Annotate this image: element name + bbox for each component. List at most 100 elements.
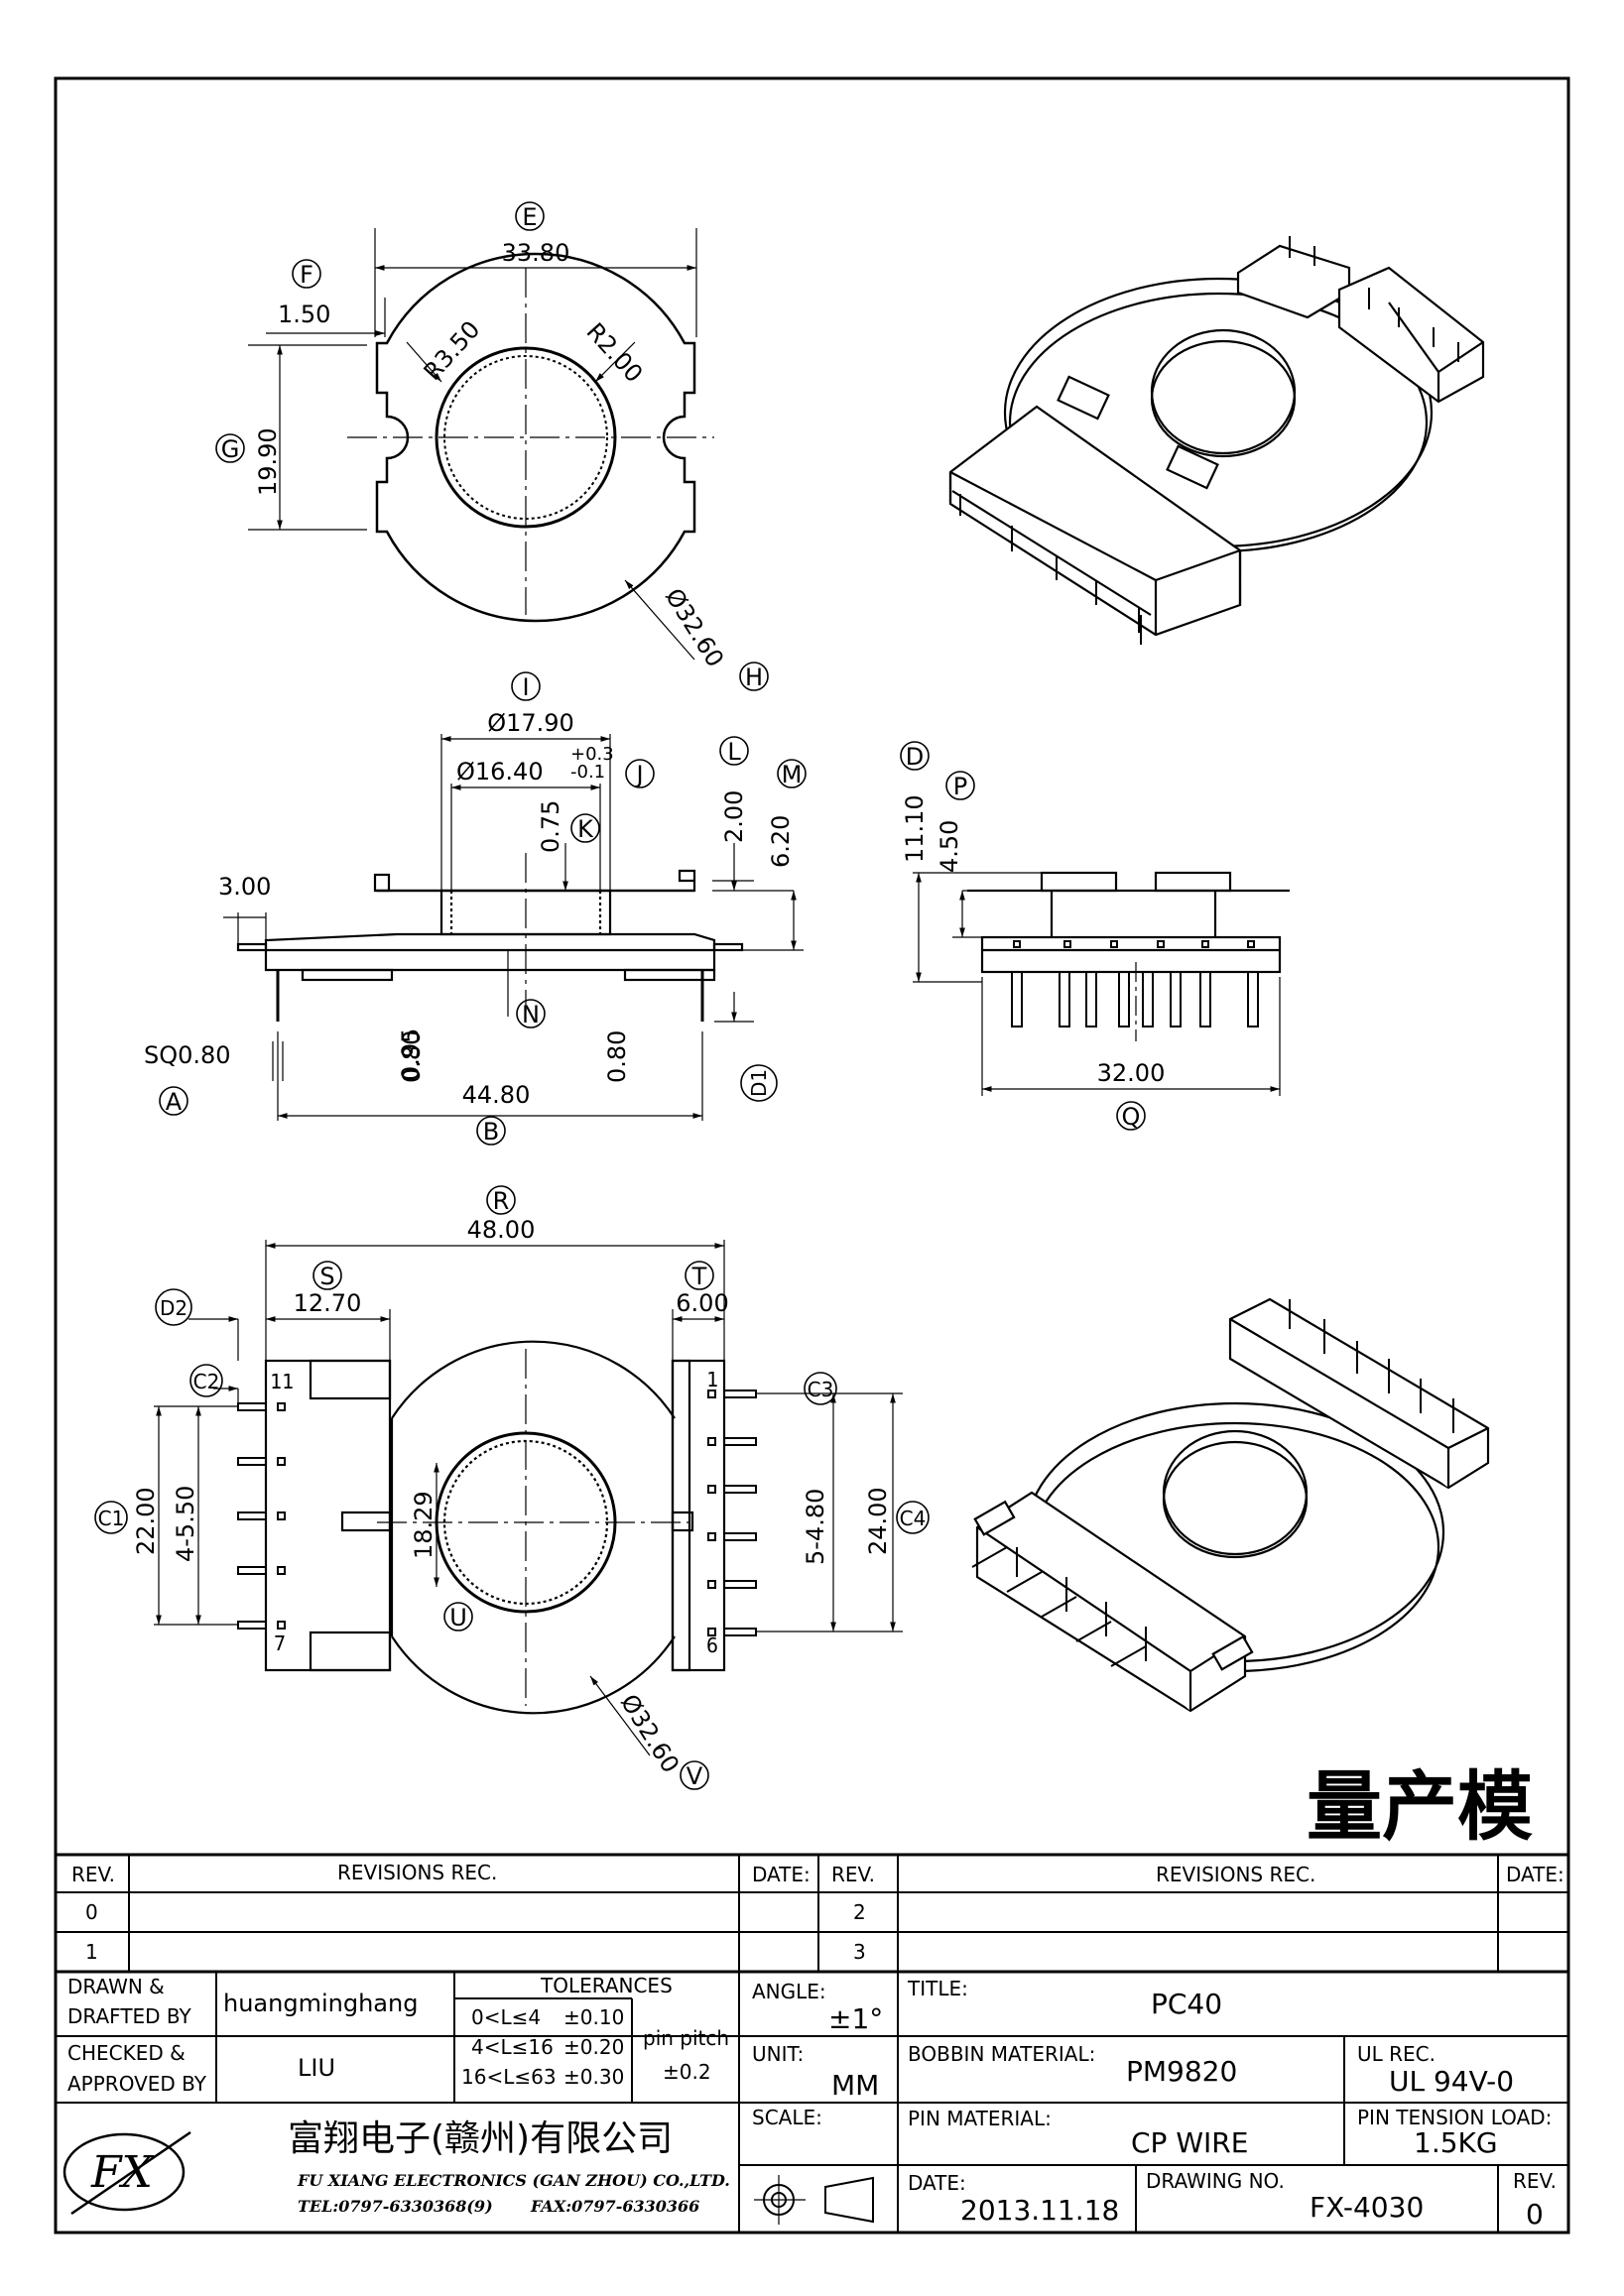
- dim-d1: Ø17.90: [487, 709, 574, 737]
- dim-tol-dn: -0.1: [570, 762, 605, 783]
- label-c1: C1: [98, 1507, 125, 1530]
- label-d2: D2: [160, 1296, 187, 1320]
- dim-end-p: 4.50: [936, 820, 963, 873]
- dim-c1: 22.00: [132, 1487, 160, 1555]
- dim-c3: 5-4.80: [802, 1489, 829, 1565]
- dim-left: 3.00: [218, 873, 271, 901]
- top-view-labels: E 33.80 F 1.50 R3.50 R2.00 G 19.90 Ø32.6…: [215, 201, 769, 691]
- label-b: B: [483, 1118, 499, 1146]
- drawn-value: huangminghang: [223, 1990, 418, 2017]
- label-c4: C4: [900, 1507, 927, 1530]
- dim-p1: 0.80: [398, 1030, 426, 1083]
- tension-value: 1.5KG: [1414, 2126, 1498, 2159]
- rev-header: REV.: [71, 1863, 115, 1886]
- dim-bottom-s: 12.70: [294, 1289, 362, 1317]
- dim-sq: SQ0.80: [144, 1041, 231, 1069]
- bottom-view: [154, 1240, 903, 1756]
- label-p: P: [953, 773, 967, 800]
- pin-7: 7: [274, 1631, 286, 1655]
- company-cn: 富翔电子(赣州)有限公司: [288, 2118, 673, 2159]
- label-c3: C3: [808, 1378, 834, 1401]
- dim-tol-up: +0.3: [570, 744, 614, 765]
- label-t: T: [691, 1263, 707, 1290]
- date-label: DATE:: [908, 2171, 966, 2195]
- date-header-right: DATE:: [1506, 1863, 1564, 1886]
- tol-val-2: ±0.20: [563, 2035, 624, 2059]
- drawn-label-1: DRAWN &: [67, 1975, 165, 1998]
- angle-label: ANGLE:: [752, 1980, 826, 2003]
- rev-row-2: 2: [853, 1900, 866, 1924]
- dim-k: 0.75: [537, 800, 564, 853]
- dim-u: 18.29: [410, 1491, 437, 1559]
- dim-bottom-t: 6.00: [676, 1289, 728, 1317]
- end-view-labels: D 11.10 P 4.50 32.00 Q: [900, 741, 1166, 1131]
- bottom-view-labels: R 48.00 S 12.70 T 6.00 D2 C2 C1 22.00 4-…: [94, 1185, 930, 1790]
- tension-label: PIN TENSION LOAD:: [1357, 2106, 1552, 2129]
- drawn-label-2: DRAFTED BY: [67, 2004, 192, 2028]
- label-d: D: [906, 743, 924, 771]
- dim-bottom-w: 48.00: [467, 1216, 536, 1244]
- checked-label-1: CHECKED &: [67, 2041, 186, 2065]
- dim-width: 33.80: [502, 239, 570, 267]
- unit-label: UNIT:: [752, 2042, 804, 2066]
- label-k: K: [577, 815, 594, 843]
- label-g: G: [221, 435, 240, 463]
- tolerances-label: TOLERANCES: [540, 1974, 673, 1997]
- top-view: [248, 228, 714, 661]
- dim-n: 0.95: [397, 1028, 425, 1081]
- label-q: Q: [1122, 1103, 1141, 1131]
- label-a: A: [166, 1088, 183, 1116]
- dim-bottom-dia: Ø32.60: [615, 1689, 685, 1777]
- title-label: TITLE:: [907, 1977, 968, 2000]
- label-r: R: [493, 1187, 510, 1215]
- outer-frame: [54, 76, 1570, 2235]
- logo-fx: FX: [90, 2147, 155, 2198]
- iso-view-bottom: [971, 1297, 1490, 1713]
- label-m: M: [782, 761, 803, 788]
- dim-end-w: 32.00: [1097, 1059, 1166, 1087]
- revisions-header: REVISIONS REC.: [337, 1861, 497, 1884]
- side-view: [223, 734, 804, 1121]
- pin-6: 6: [706, 1633, 718, 1657]
- ul-value: UL 94V-0: [1389, 2065, 1514, 2098]
- tol-range-2: 4<L≤16: [471, 2035, 554, 2059]
- checked-label-2: APPROVED BY: [67, 2072, 207, 2096]
- label-n: N: [522, 1001, 540, 1028]
- date-header: DATE:: [752, 1863, 811, 1886]
- label-d1: D1: [747, 1069, 771, 1097]
- drawing-no-value: FX-4030: [1310, 2191, 1424, 2224]
- dim-end-h: 11.10: [901, 794, 929, 863]
- checked-value: LIU: [298, 2054, 335, 2082]
- label-u: U: [449, 1604, 467, 1631]
- bobbin-label: BOBBIN MATERIAL:: [908, 2042, 1095, 2066]
- tol-val-1: ±0.10: [563, 2005, 624, 2029]
- iso-view-top: [948, 236, 1485, 645]
- drawing-no-label: DRAWING NO.: [1146, 2169, 1285, 2193]
- pin-material-value: CP WIRE: [1131, 2126, 1248, 2159]
- title-block-text: REV. REVISIONS REC. DATE: REV. REVISIONS…: [67, 1861, 1564, 2231]
- pin-11: 11: [270, 1370, 294, 1393]
- bobbin-value: PM9820: [1126, 2055, 1237, 2088]
- label-j: J: [634, 761, 643, 788]
- dim-c4: 24.00: [864, 1487, 892, 1555]
- label-e: E: [522, 203, 537, 231]
- date-value: 2013.11.18: [960, 2194, 1119, 2227]
- angle-value: ±1°: [828, 2002, 883, 2035]
- ul-label: UL REC.: [1357, 2042, 1436, 2066]
- rev-row-1: 1: [85, 1940, 98, 1964]
- dim-m: 6.20: [767, 815, 795, 868]
- tol-val-3: ±0.30: [563, 2065, 624, 2089]
- label-i: I: [522, 673, 529, 701]
- dim-c1p: 4-5.50: [172, 1486, 199, 1562]
- side-view-labels: I Ø17.90 Ø16.40 +0.3 -0.1 J 0.75 K L 2.0…: [144, 671, 807, 1146]
- pin-pitch-value: ±0.2: [663, 2060, 711, 2084]
- tol-range-1: 0<L≤4: [471, 2005, 541, 2029]
- dim-flange: 1.50: [278, 301, 330, 328]
- dim-height: 19.90: [254, 427, 282, 496]
- pin-material-label: PIN MATERIAL:: [908, 2107, 1052, 2130]
- pin-1: 1: [706, 1368, 718, 1391]
- scale-label: SCALE:: [752, 2106, 822, 2129]
- rev-row-0: 0: [85, 1900, 98, 1924]
- title-value: PC40: [1151, 1988, 1222, 2020]
